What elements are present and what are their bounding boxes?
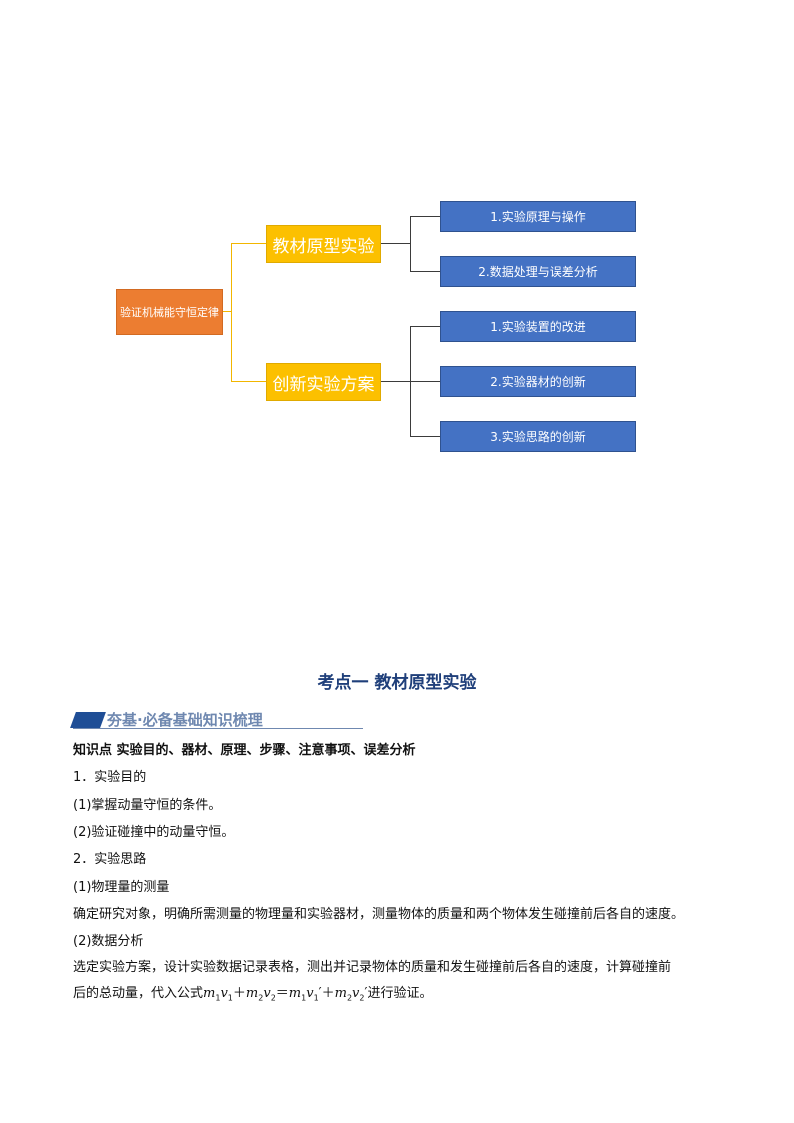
connector-root-vertical: [231, 243, 232, 381]
connector-root: [223, 311, 232, 312]
mindmap-leaf-approach: 3.实验思路的创新: [440, 421, 636, 452]
para-text-2: 后的总动量，代入公式: [73, 986, 204, 1001]
mindmap-leaf-principle: 1.实验原理与操作: [440, 201, 636, 232]
connector-b2: [381, 381, 411, 382]
connector-b1-leaf2: [410, 271, 440, 272]
connector-b2-leaf3: [410, 436, 440, 437]
section-banner-bar: [70, 712, 106, 728]
mindmap-root: 验证机械能守恒定律: [116, 289, 223, 335]
line-measurement-desc: 确定研究对象，明确所需测量的物理量和实验器材，测量物体的质量和两个物体发生碰撞前…: [73, 907, 685, 922]
connector-branch-1: [231, 243, 266, 244]
line-purpose: 1．实验目的: [73, 770, 147, 785]
momentum-formula: m1v1＋m2v2＝m1v1′＋m2v2′: [203, 986, 368, 1003]
mindmap-leaf-apparatus: 1.实验装置的改进: [440, 311, 636, 342]
connector-b1-vertical: [410, 216, 411, 272]
knowledge-point: 知识点 实验目的、器材、原理、步骤、注意事项、误差分析: [73, 743, 416, 758]
line-purpose-2: (2)验证碰撞中的动量守恒。: [73, 825, 235, 840]
connector-b1: [381, 243, 411, 244]
page-heading: 考点一 教材原型实验: [317, 673, 477, 693]
mindmap-leaf-equipment: 2.实验器材的创新: [440, 366, 636, 397]
line-data-analysis: (2)数据分析: [73, 934, 144, 949]
connector-b1-leaf1: [410, 216, 440, 217]
mindmap-branch-innovative: 创新实验方案: [266, 363, 381, 401]
connector-b2-leaf1: [410, 326, 440, 327]
mindmap-leaf-data-error: 2.数据处理与误差分析: [440, 256, 636, 287]
line-measurement: (1)物理量的测量: [73, 880, 170, 895]
paragraph-data-analysis: 选定实验方案，设计实验数据记录表格，测出并记录物体的质量和发生碰撞前后各自的速度…: [73, 955, 733, 1012]
section-title: 夯基·必备基础知识梳理: [107, 711, 263, 729]
connector-branch-2: [231, 381, 266, 382]
line-purpose-1: (1)掌握动量守恒的条件。: [73, 798, 222, 813]
line-approach: 2．实验思路: [73, 852, 147, 867]
para-text-1: 选定实验方案，设计实验数据记录表格，测出并记录物体的质量和发生碰撞前后各自的速度…: [73, 960, 672, 975]
connector-b2-leaf2: [410, 381, 440, 382]
section-underline: [73, 728, 363, 729]
mindmap-branch-textbook: 教材原型实验: [266, 225, 381, 263]
para-text-3: 进行验证。: [367, 986, 433, 1001]
